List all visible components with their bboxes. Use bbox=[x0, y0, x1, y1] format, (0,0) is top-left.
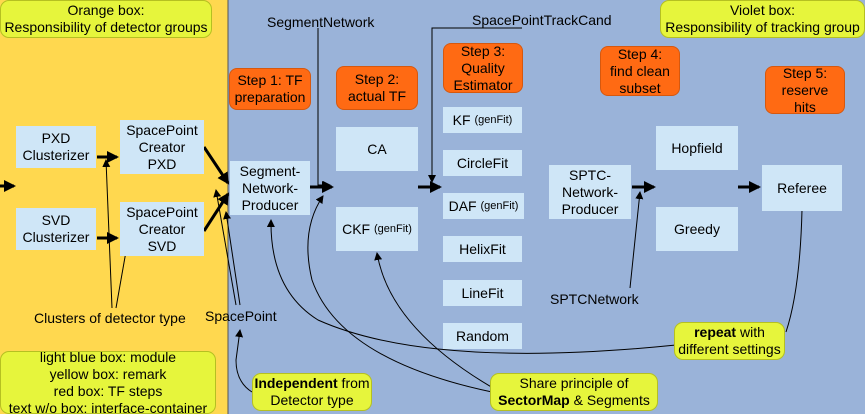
pxd-clusterizer-module: PXD Clusterizer bbox=[16, 126, 96, 168]
spacepoint-track-cand-label: SpacePointTrackCand bbox=[472, 12, 612, 28]
independent-remark: Independent from Detector type bbox=[252, 373, 372, 411]
linefit-module: LineFit bbox=[443, 280, 522, 306]
sptc-network-producer-module: SPTC- Network- Producer bbox=[549, 165, 631, 219]
ca-module: CA bbox=[336, 127, 418, 171]
share-principle-remark: Share principle of SectorMap & Segments bbox=[490, 373, 658, 411]
step-4-box: Step 4: find clean subset bbox=[600, 46, 680, 96]
sptc-network-label: SPTCNetwork bbox=[550, 291, 639, 307]
step-1-box: Step 1: TF preparation bbox=[229, 68, 311, 110]
clusters-label: Clusters of detector type bbox=[34, 310, 186, 326]
helixfit-module: HelixFit bbox=[443, 236, 522, 262]
ckf-module: CKF (genFit) bbox=[336, 207, 418, 251]
spacepoint-creator-svd-module: SpacePoint Creator SVD bbox=[120, 202, 204, 256]
violet-box-note: Violet box: Responsibility of tracking g… bbox=[660, 0, 865, 38]
random-module: Random bbox=[443, 323, 522, 349]
segment-network-producer-module: Segment- Network- Producer bbox=[230, 161, 310, 215]
svd-clusterizer-module: SVD Clusterizer bbox=[16, 208, 96, 250]
daf-module: DAF (genFit) bbox=[443, 193, 524, 219]
hopfield-module: Hopfield bbox=[656, 126, 738, 170]
step-2-box: Step 2: actual TF bbox=[336, 66, 418, 110]
legend-box: light blue box: module yellow box: remar… bbox=[0, 349, 216, 416]
referee-module: Referee bbox=[762, 165, 842, 211]
repeat-remark: repeat with different settings bbox=[674, 322, 785, 360]
kf-module: KF (genFit) bbox=[443, 107, 522, 133]
spacepoint-label: SpacePoint bbox=[205, 308, 277, 324]
step-3-box: Step 3: Quality Estimator bbox=[443, 43, 523, 93]
step-5-box: Step 5: reserve hits bbox=[765, 65, 845, 115]
segment-network-label: SegmentNetwork bbox=[267, 14, 375, 30]
circlefit-module: CircleFit bbox=[443, 150, 522, 176]
orange-box-note: Orange box: Responsibility of detector g… bbox=[0, 0, 212, 38]
spacepoint-creator-pxd-module: SpacePoint Creator PXD bbox=[120, 120, 204, 174]
greedy-module: Greedy bbox=[656, 207, 738, 251]
